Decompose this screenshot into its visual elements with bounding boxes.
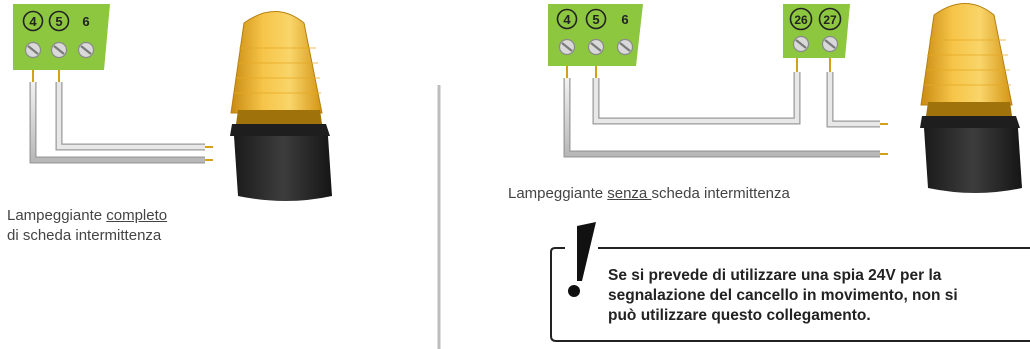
left-caption-pre: Lampeggiante <box>7 207 107 224</box>
left-terminal-4: 4 <box>29 14 37 29</box>
right-lamp <box>919 2 1023 194</box>
left-terminal-6: 6 <box>82 14 89 29</box>
right-caption-pre: Lampeggiante <box>508 185 608 202</box>
left-terminal-5: 5 <box>55 14 62 29</box>
warning-box <box>550 247 1030 342</box>
right-screws-a <box>558 38 634 56</box>
left-wires <box>29 70 213 164</box>
warning-line-2: segnalazione del cancello in movimento, … <box>608 287 958 304</box>
left-terminal-labels: 4 5 6 <box>22 10 90 32</box>
left-caption-underlined: completo <box>106 207 168 224</box>
right-caption: Lampeggiante senza scheda intermittenza <box>508 184 790 204</box>
right-terminal-4: 4 <box>563 12 571 27</box>
right-caption-post: scheda intermittenza <box>651 185 790 202</box>
right-terminal-labels-a: 4 5 6 <box>556 8 629 30</box>
warning-line-1: Se si prevede di utilizzare una spia 24V… <box>608 267 942 284</box>
left-caption: Lampeggiante completo di scheda intermit… <box>7 206 167 246</box>
right-caption-underlined: senza <box>607 185 652 202</box>
right-terminal-27: 27 <box>823 13 837 27</box>
left-lamp <box>229 10 333 202</box>
warning-exclamation-icon <box>568 222 596 297</box>
right-terminal-26: 26 <box>794 13 808 27</box>
right-terminal-6: 6 <box>621 12 628 27</box>
right-terminal-labels-b: 26 27 <box>789 7 842 31</box>
warning-line-3: può utilizzare questo collegamento. <box>608 307 871 324</box>
left-screws <box>24 41 95 59</box>
warning-text: Se si prevede di utilizzare una spia 24V… <box>608 266 1028 326</box>
right-terminal-5: 5 <box>592 12 599 27</box>
left-caption-line2: di scheda intermittenza <box>7 227 162 244</box>
right-wires <box>563 58 888 158</box>
